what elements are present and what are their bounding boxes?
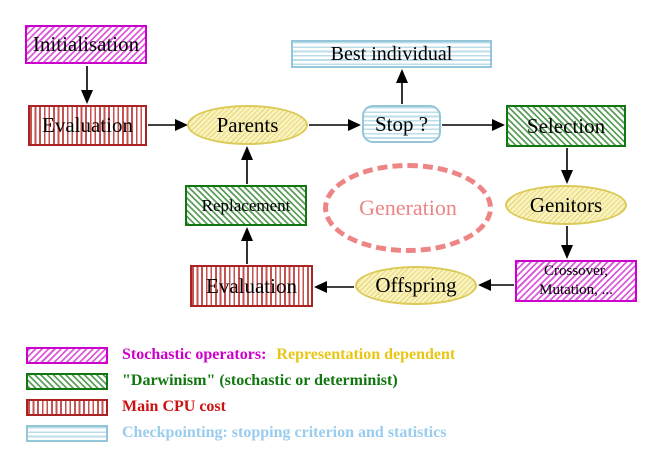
node-replacement: Replacement [185,185,307,226]
node-best-individual-label: Best individual [330,43,453,65]
node-replacement-label: Replacement [201,196,291,215]
node-parents: Parents [187,105,308,145]
legend-row-checkpointing: Checkpointing: stopping criterion and st… [26,424,446,442]
node-best-individual: Best individual [291,40,492,68]
node-offspring-label: Offspring [375,273,457,297]
node-crossover-label-line1: Crossover, [544,263,608,280]
node-genitors-label: Genitors [529,192,603,217]
arrow-stop-to-selection [442,119,505,131]
arrow-crossover-to-offspring [478,279,514,291]
arrow-selection-to-genitors [561,148,573,184]
legend-label-stochastic-operators: Stochastic operators: [122,346,267,363]
arrow-parents-to-stop [309,119,361,131]
node-evaluation-bottom-label: Evaluation [206,273,297,298]
green-diagonal-hatch-swatch [26,372,108,390]
node-parents-label: Parents [216,112,279,137]
node-evaluation-bottom: Evaluation [190,265,313,307]
arrow-genitors-to-crossover [561,226,573,259]
legend-label-darwinism: "Darwinism" (stochastic or determinist) [122,372,398,389]
node-selection-label: Selection [526,113,606,138]
node-initialisation-label: Initialisation [32,32,140,56]
cyan-horizontal-stripe-swatch [26,424,108,442]
legend-label-representation-dependent: Representation dependent [276,346,456,363]
arrow-offspring-to-evaluation [314,281,354,293]
node-stop-label: Stop ? [374,111,429,136]
node-evaluation-top: Evaluation [28,105,147,146]
node-stop: Stop ? [362,105,441,143]
node-crossover-mutation: Crossover, Mutation, ... [515,260,637,302]
arrow-initialisation-to-evaluation [81,66,93,104]
node-evaluation-top-label: Evaluation [42,113,133,137]
magenta-diagonal-hatch-swatch [26,346,108,364]
node-genitors: Genitors [505,185,627,225]
node-selection: Selection [506,105,626,147]
legend-row-darwinism: "Darwinism" (stochastic or determinist) [26,372,398,390]
node-generation: Generation [323,163,493,253]
legend-row-main-cpu-cost: Main CPU cost [26,398,226,416]
legend-label-main-cpu-cost: Main CPU cost [122,398,226,415]
arrow-replacement-to-parents [241,146,253,184]
node-generation-label: Generation [359,195,457,220]
node-initialisation: Initialisation [25,25,147,64]
arrow-evaluation-to-parents [148,119,188,131]
red-vertical-stripe-swatch [26,398,108,416]
legend-row-stochastic-operators: Stochastic operators: Representation dep… [26,346,455,364]
node-offspring: Offspring [355,266,477,305]
node-crossover-label-line2: Mutation, ... [539,282,613,298]
arrow-evaluation-to-replacement [241,227,253,264]
arrow-stop-to-best-individual [396,69,408,104]
legend-label-checkpointing: Checkpointing: stopping criterion and st… [122,424,447,441]
